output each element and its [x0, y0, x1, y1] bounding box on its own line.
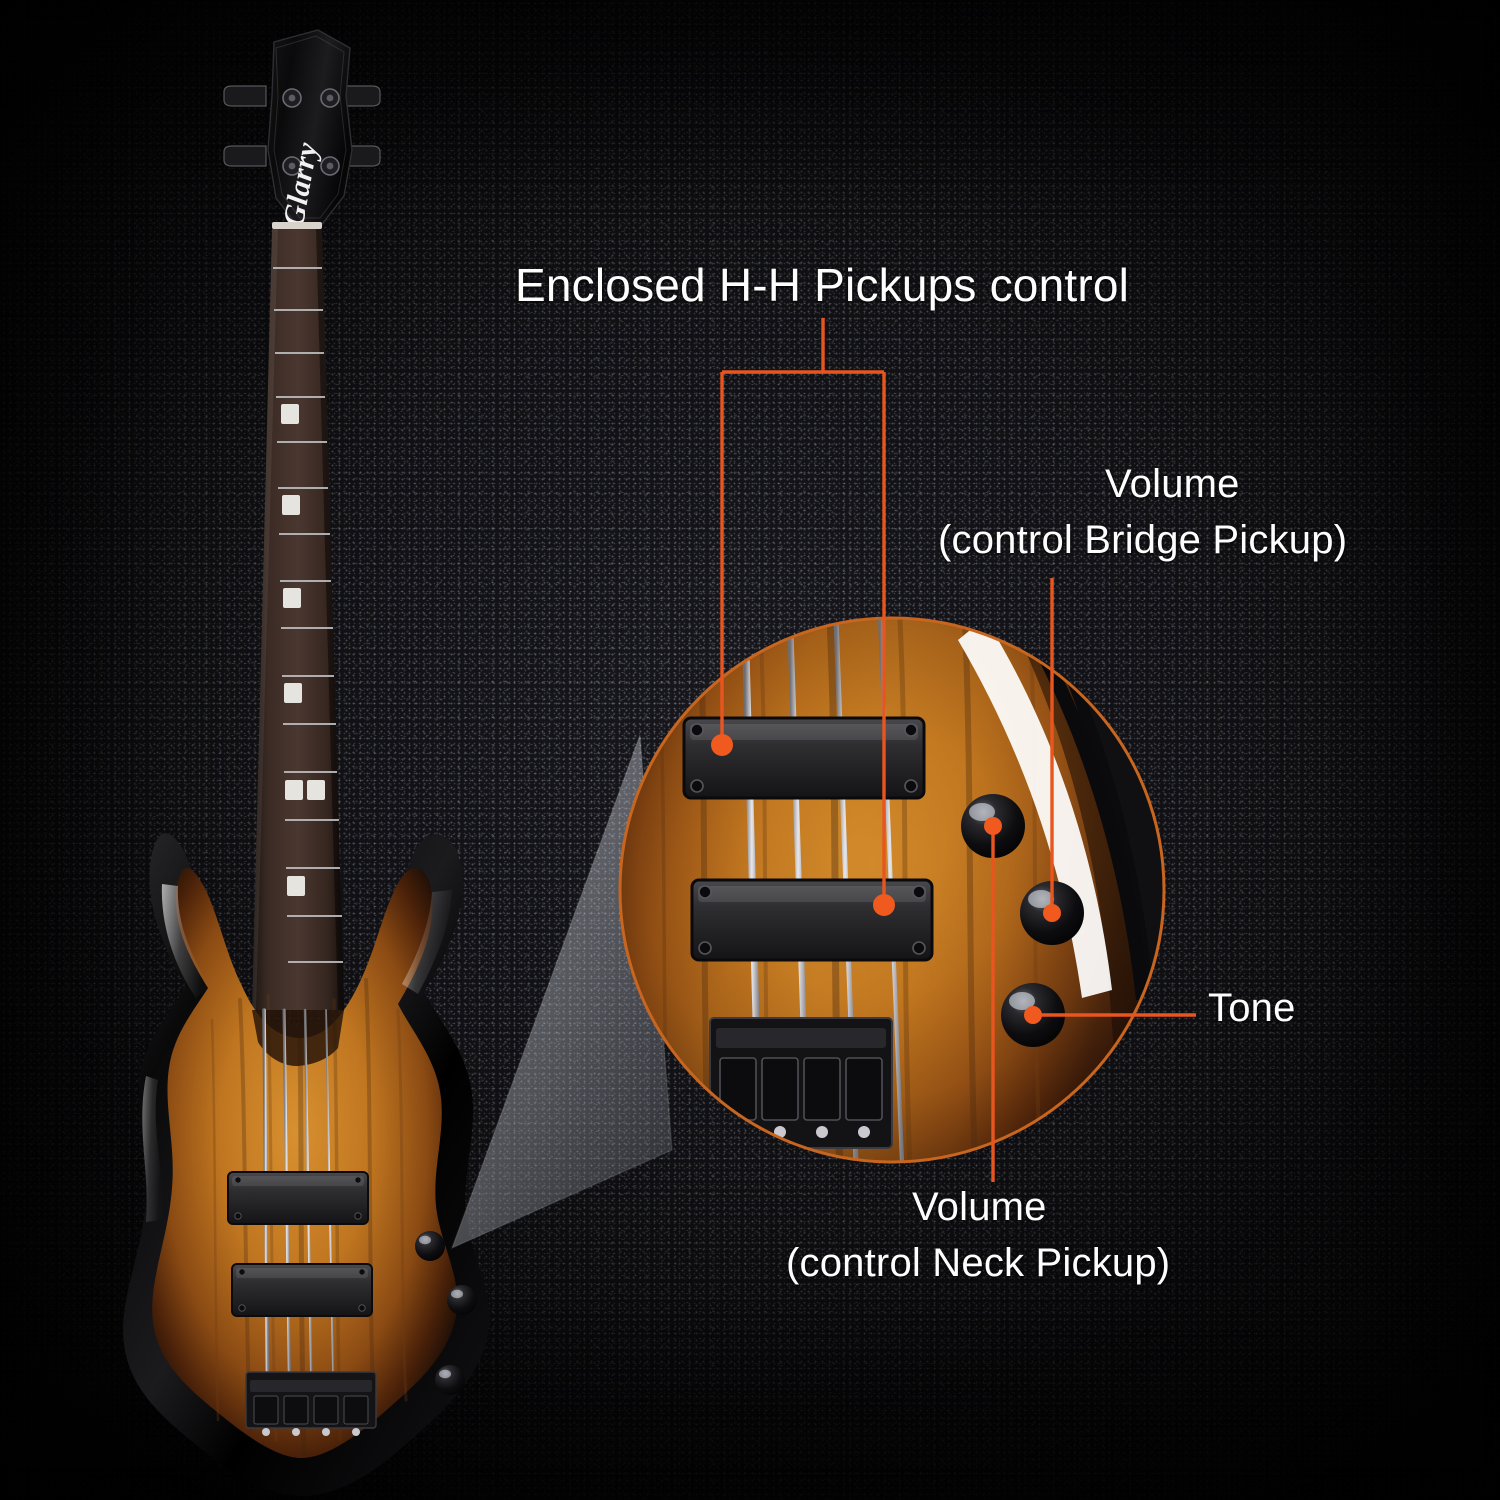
body-top: [152, 868, 458, 1458]
callout-volume-neck-line1: Volume: [912, 1185, 1047, 1229]
body-gloss-right: [402, 890, 452, 994]
fret-inlays: [281, 404, 325, 896]
bridge: [245, 1371, 377, 1436]
guitar-body: [123, 833, 490, 1496]
dot-knob-middle: [1043, 904, 1061, 922]
body-control-knobs: [415, 1231, 477, 1395]
callout-volume-bridge-line1: Volume: [1105, 462, 1240, 506]
neck-pickup-magnified: [682, 716, 926, 800]
dot-neck-pickup: [711, 734, 733, 756]
headstock: Glarry: [223, 29, 381, 229]
knob-upper-body: [415, 1231, 445, 1261]
nut: [272, 222, 322, 229]
bridge-pickup-magnified: [690, 878, 934, 962]
knob-middle-body: [447, 1285, 477, 1315]
bridge-magnified: [709, 1017, 893, 1149]
callout-tone: Tone: [1208, 986, 1296, 1030]
machine-heads: [282, 88, 340, 176]
frets: [273, 266, 343, 964]
body-gloss-left: [161, 884, 210, 998]
magnifier-cone: [452, 735, 672, 1248]
callout-endpoint-dots: [711, 734, 1061, 1024]
callout-volume-neck-line2: (control Neck Pickup): [786, 1241, 1171, 1285]
magnifier-ring: [618, 616, 1166, 1164]
dot-knob-lower: [1024, 1006, 1042, 1024]
dot-bridge-pickup: [873, 894, 895, 916]
neck-pickup: [227, 1171, 369, 1225]
callout-volume-bridge-line2: (control Bridge Pickup): [938, 518, 1348, 562]
fretboard: [252, 229, 344, 1010]
callout-leader-lines: [720, 318, 1196, 1182]
knob-lower-body: [435, 1365, 465, 1395]
bridge-pickup: [231, 1263, 373, 1317]
callout-title-pickups: Enclosed H-H Pickups control: [515, 259, 1130, 311]
neck-and-fretboard: [252, 229, 344, 1010]
dot-knob-upper: [984, 817, 1002, 835]
magnified-detail-circle: [618, 616, 1166, 1164]
